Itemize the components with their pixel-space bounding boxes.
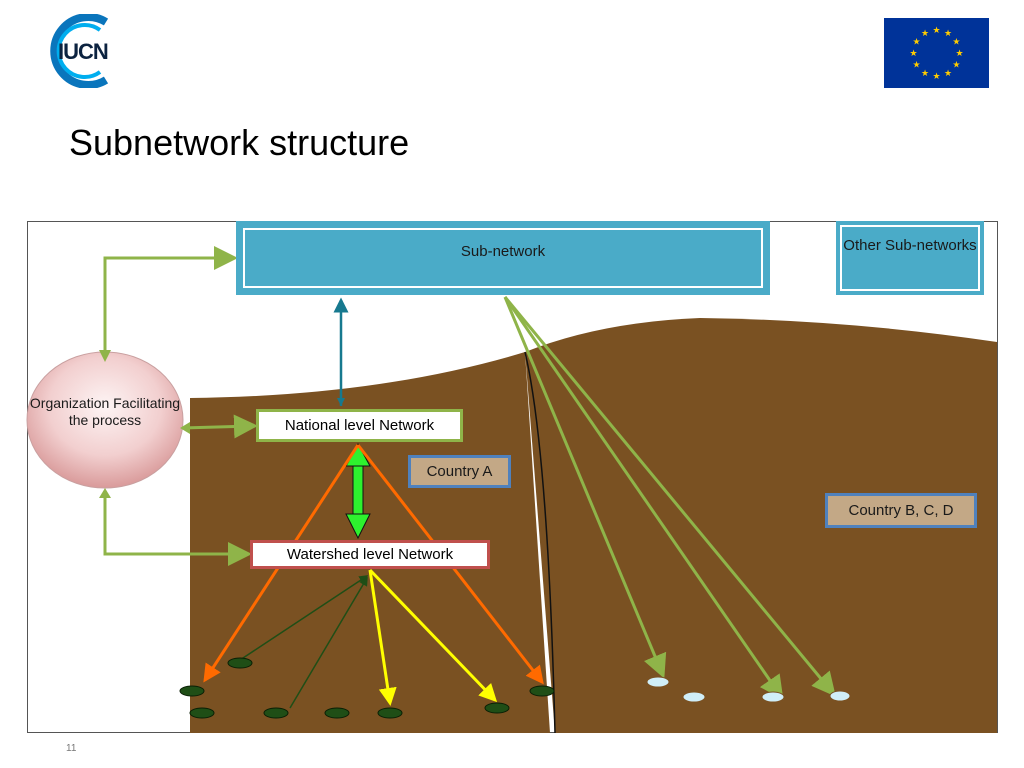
node-dark [484,702,510,714]
star-icon: ★ [921,68,929,78]
org-to-watershed-arrow [103,492,252,566]
node-dark [189,707,215,719]
eu-flag: ★★★★★★★★★★★★ [884,18,989,88]
node-light [829,690,851,702]
org-down-arrowhead [99,488,111,498]
other-subnetworks-label: Other Sub-networks [843,237,977,254]
org-up-arrowhead [99,350,111,362]
national-network-box: National level Network [256,409,463,442]
country-bcd-label: Country B, C, D [825,493,977,528]
logo-text: IUCN [58,39,109,64]
country-a-label: Country A [408,455,511,488]
star-icon: ★ [932,71,940,81]
star-icon: ★ [909,48,917,58]
node-dark [179,685,205,697]
star-icon: ★ [913,60,921,70]
node-light [646,676,670,688]
node-light [682,691,706,703]
other-subnetworks-box: Other Sub-networks [836,221,984,295]
subnetwork-box: Sub-network [236,221,770,295]
star-icon: ★ [944,28,952,38]
organization-label: Organization Facilitating the process [29,395,181,428]
node-light [761,691,785,703]
other-subnetworks-inner-border [840,225,980,291]
iucn-logo: IUCN [44,13,124,89]
star-icon: ★ [952,60,960,70]
star-icon: ★ [921,28,929,38]
subnetwork-nodes [646,676,851,703]
subnet-arrow-3 [503,296,836,697]
page-number: 11 [66,743,77,754]
node-dark [324,707,350,719]
dark-arrow-2 [289,576,368,709]
subnetwork-inner-border [243,228,763,288]
star-icon: ★ [952,37,960,47]
star-icon: ★ [932,25,940,35]
star-icon: ★ [955,48,963,58]
subnet-arrow-1 [503,296,667,679]
teal-down-arrowhead [337,398,345,406]
star-icon: ★ [913,37,921,47]
slide-title: Subnetwork structure [69,122,410,163]
star-icon: ★ [944,68,952,78]
node-dark [263,707,289,719]
border-line [524,351,556,734]
yellow-arrow-2 [368,568,498,703]
node-dark [529,685,555,697]
org-to-national-arrow [181,414,258,439]
yellow-arrow-1 [368,569,397,706]
eu-stars-icon: ★★★★★★★★★★★★ [909,25,963,81]
org-to-subnetwork-arrow [103,246,238,352]
org-side-arrowhead [180,422,190,434]
subnet-arrow-2 [503,296,784,700]
dark-arrow-1 [239,575,369,661]
double-arrow-bottom [345,513,371,540]
watershed-nodes [179,657,555,719]
subnetwork-label: Sub-network [460,243,546,260]
watershed-network-box: Watershed level Network [250,540,490,569]
iucn-logo-icon [50,13,109,89]
node-dark [377,707,403,719]
node-dark [227,657,253,669]
